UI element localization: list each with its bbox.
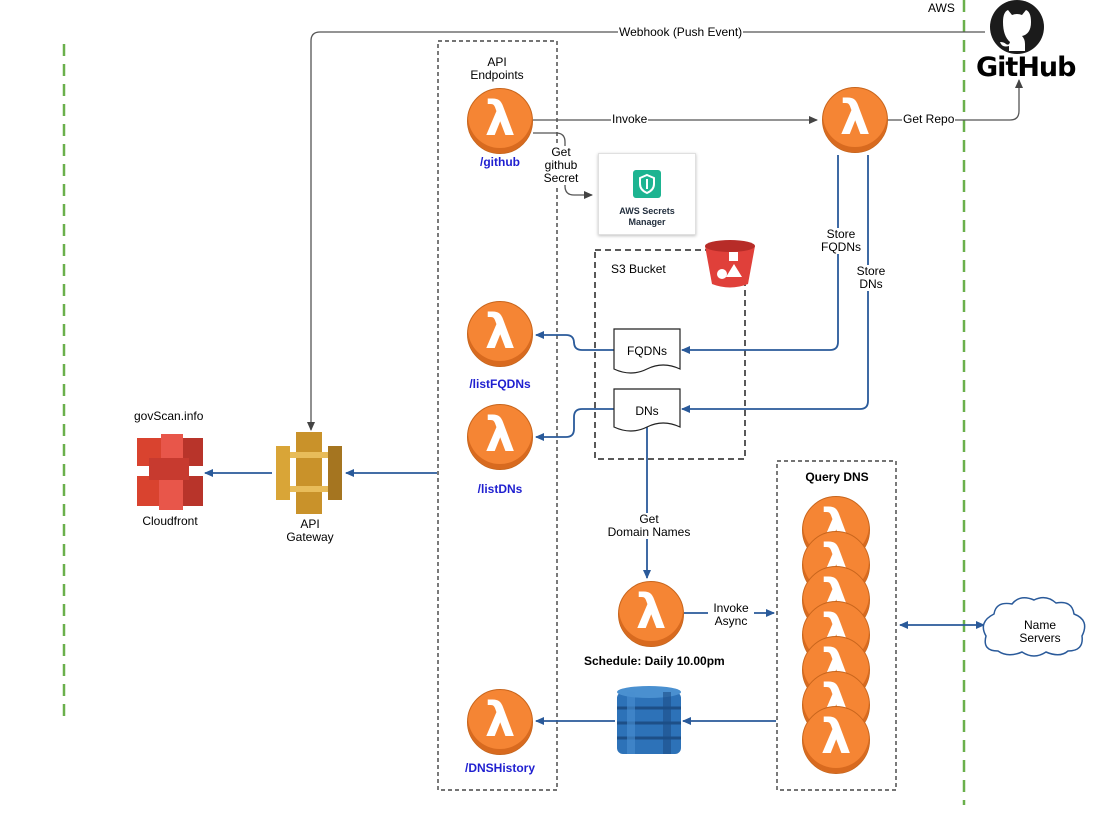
api-gateway-label: API Gateway — [286, 517, 334, 544]
dns-history-route-label: /DNSHistory — [464, 761, 535, 775]
list-fqdns-route-label: /listFQDNs — [469, 377, 531, 391]
dns-to-list-arrow — [535, 408, 614, 441]
shield-icon — [633, 170, 661, 198]
dns-document-icon — [613, 388, 681, 432]
list-fqdns-lambda-icon[interactable]: λ — [467, 301, 533, 367]
store-dns-label: Store DNs — [850, 265, 892, 291]
invoke-async-label: Invoke Async — [708, 602, 754, 628]
s3-bucket-container — [594, 249, 746, 460]
dns-history-lambda-icon[interactable]: λ — [467, 689, 533, 755]
dynamodb-icon — [617, 686, 681, 754]
list-dns-lambda-icon[interactable]: λ — [467, 404, 533, 470]
store-dns-arrow — [681, 155, 869, 413]
aws-label: AWS — [928, 1, 955, 15]
get-repo-label: Get Repo — [902, 112, 956, 126]
get-secret-label: Get github Secret — [538, 146, 584, 185]
github-logo-text: GitHub — [976, 52, 1076, 83]
name-servers-label: Name Servers — [1019, 618, 1061, 645]
govscan-label: govScan.info — [134, 409, 204, 423]
get-repo-lambda-icon[interactable]: λ — [822, 87, 888, 153]
github-octocat-icon — [990, 0, 1044, 54]
cloudfront-icon — [137, 434, 203, 510]
store-fqdns-arrow — [681, 155, 839, 354]
s3-bucket-label: S3 Bucket — [611, 262, 666, 276]
get-repo-arrow — [888, 79, 1023, 121]
invoke-label: Invoke — [611, 112, 649, 126]
query-dns-label: Query DNS — [805, 470, 869, 484]
scheduler-lambda-icon[interactable]: λ — [618, 581, 684, 647]
api-endpoints-label: API Endpoints — [470, 55, 524, 82]
fqdns-document-icon — [613, 328, 681, 374]
github-lambda-icon[interactable]: λ — [467, 88, 533, 154]
api-gateway-icon — [276, 432, 342, 514]
query-dns-lambda-icon[interactable]: λ — [802, 706, 870, 774]
dns-document-label: DNs — [635, 404, 659, 418]
fqdns-to-list-arrow — [535, 331, 614, 351]
webhook-arrow — [307, 31, 985, 431]
github-route-label: /github — [480, 155, 520, 169]
api-endpoints-container — [437, 40, 558, 791]
query-dns-container — [776, 460, 897, 791]
fqdns-document-label: FQDNs — [627, 344, 667, 358]
secrets-manager-label: AWS Secrets Manager — [619, 206, 675, 227]
get-domain-names-label: Get Domain Names — [604, 513, 694, 539]
s3-bucket-icon — [705, 240, 755, 288]
cloud-icon — [982, 596, 1086, 657]
cloudfront-label: Cloudfront — [142, 514, 198, 528]
list-dns-route-label: /listDNs — [477, 482, 523, 496]
webhook-label: Webhook (Push Event) — [618, 25, 744, 39]
secrets-manager-node[interactable]: AWS Secrets Manager — [598, 153, 696, 235]
schedule-label: Schedule: Daily 10.00pm — [584, 654, 725, 668]
store-fqdns-label: Store FQDNs — [818, 228, 864, 254]
